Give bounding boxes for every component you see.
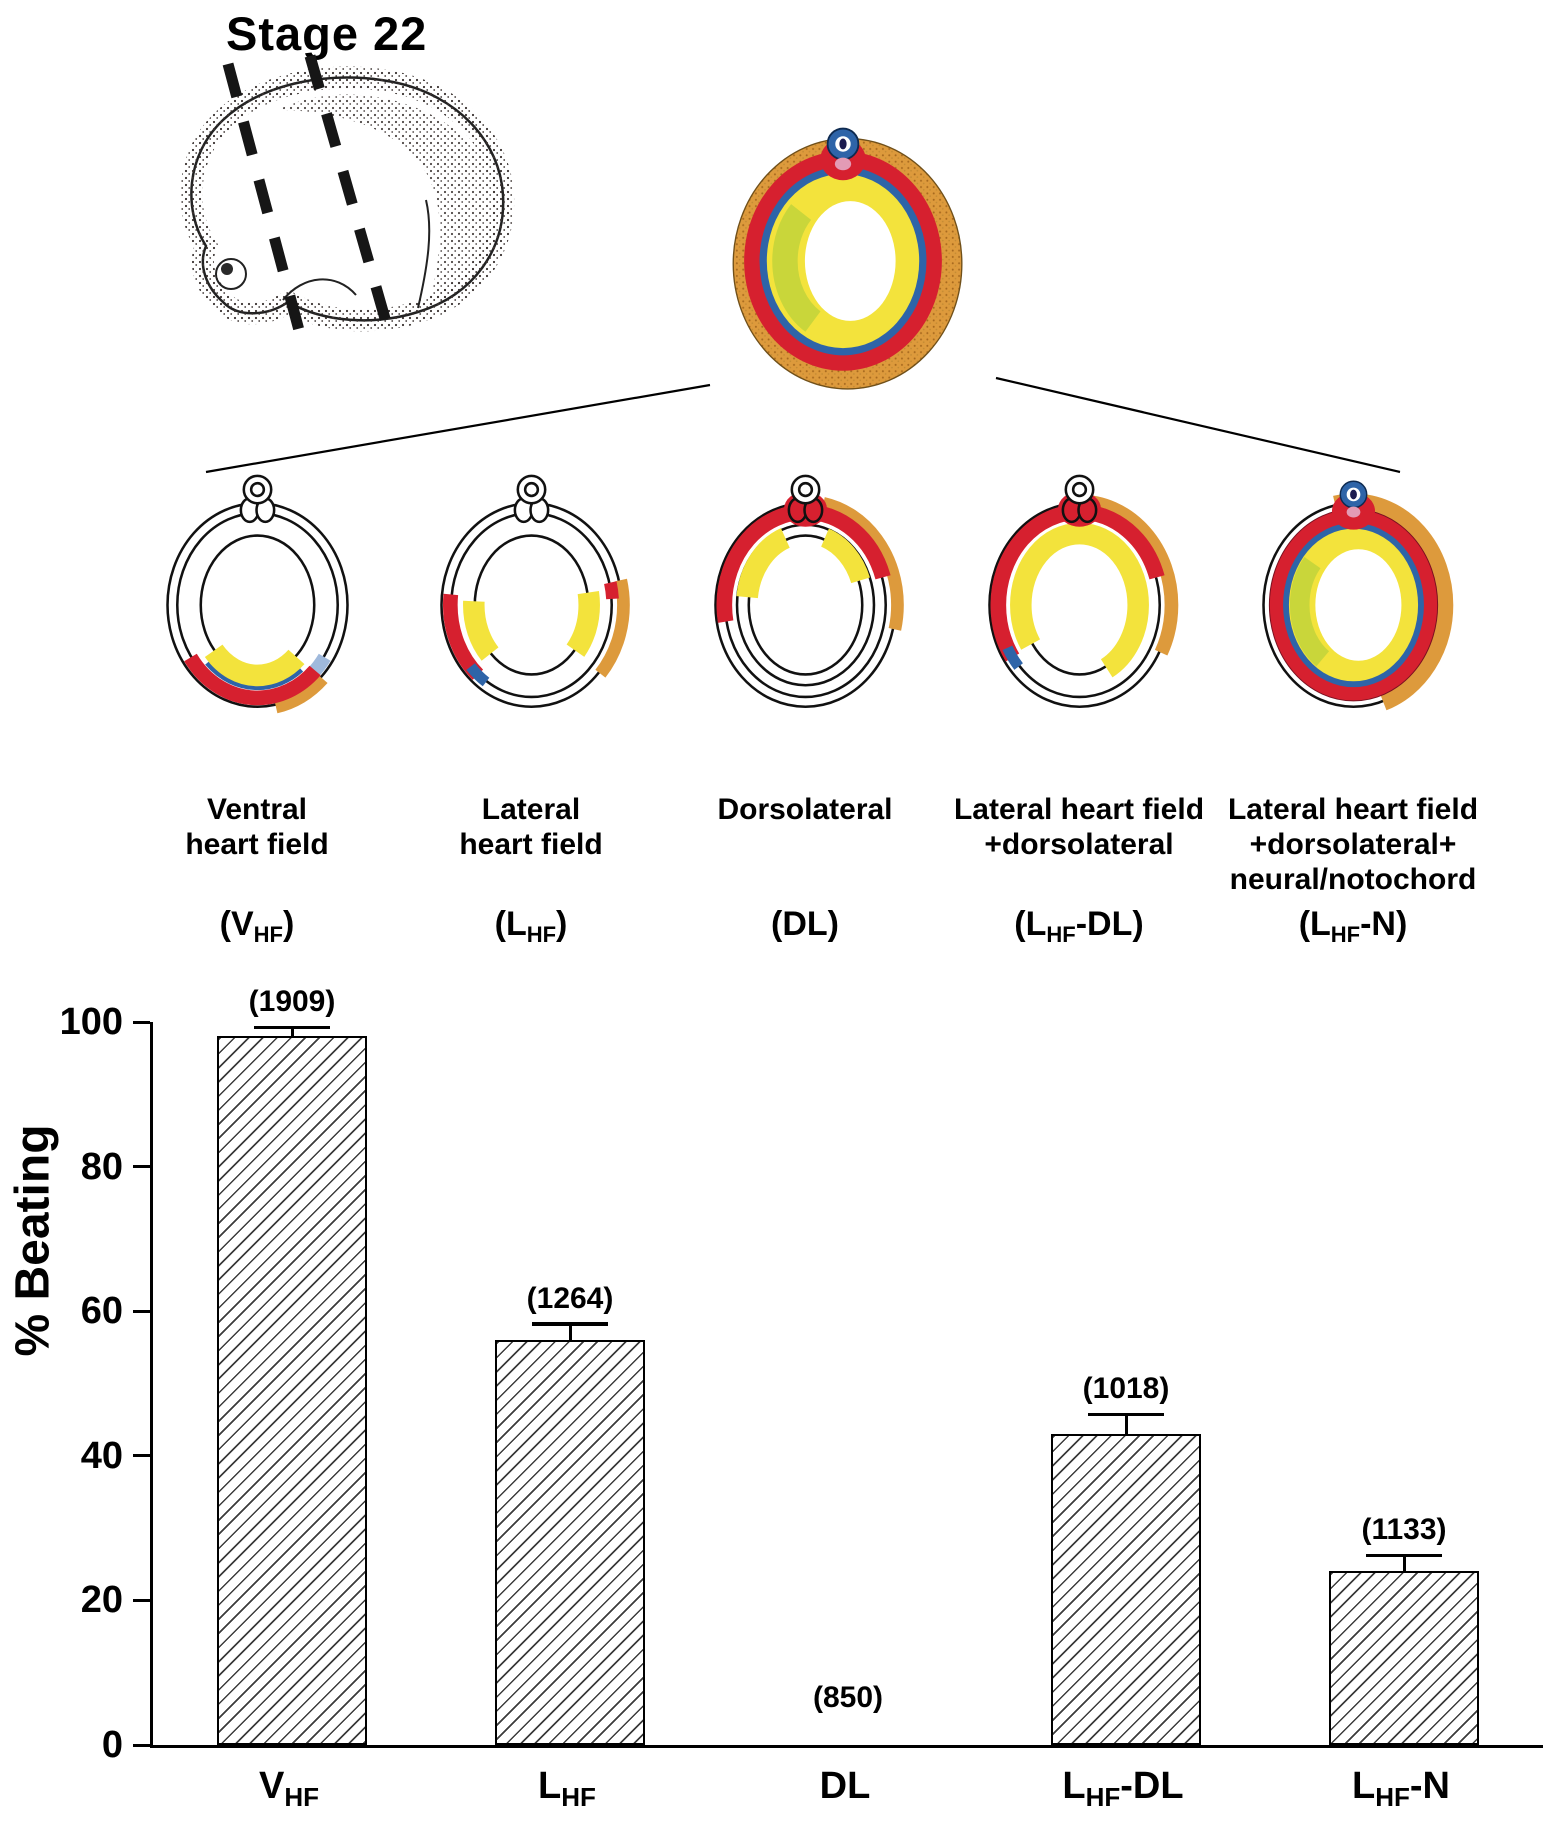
sample-count-label: (1909) (248, 985, 336, 1019)
connector-lines (205, 376, 1401, 474)
gut-lumen (804, 201, 896, 321)
sample-count-label: (850) (812, 1681, 884, 1714)
y-tick-label: 60 (80, 1290, 123, 1333)
section-label-line: Lateral (481, 793, 581, 826)
y-axis-title-wrap: % Beating (0, 1080, 66, 1400)
y-tick-label: 40 (80, 1434, 123, 1477)
cross-section-diagram-ventral (158, 474, 356, 716)
embryo-stipple-band (180, 66, 515, 332)
error-bar-stem (568, 1325, 572, 1341)
neural-tube-icon (783, 474, 827, 527)
section-label-lhf: Lateral heart field (LHF) (394, 792, 668, 948)
cross-section-diagram-lateral-dorsolateral (980, 474, 1178, 716)
x-tick-label: LHF-DL (1062, 1765, 1184, 1812)
sample-count-label: (1264) (526, 1281, 614, 1315)
section-label-line: heart field (185, 828, 329, 861)
section-label-vhf: Ventral heart field (VHF) (120, 792, 394, 948)
neural-tube-icon (1057, 474, 1101, 527)
y-tick-label: 80 (80, 1145, 123, 1188)
y-tick (133, 1454, 150, 1458)
embryo-eye (215, 258, 247, 290)
section-label-dl: Dorsolateral (DL) (668, 792, 942, 948)
neural-canal-slit (839, 138, 847, 150)
chart-bar (1329, 1571, 1479, 1745)
embryo-tail-line (417, 199, 431, 309)
diagram-cell-lhf (394, 468, 668, 768)
sample-count-label: (1133) (1361, 1513, 1447, 1547)
cross-section-diagram-lateral (432, 474, 630, 716)
y-tick (133, 1743, 150, 1747)
neural-tube-icon (513, 474, 549, 524)
main-cross-section (732, 127, 963, 390)
y-tick-label: 0 (101, 1724, 123, 1766)
section-label-line: Dorsolateral (717, 793, 893, 826)
section-label-line: +dorsolateral+ (1249, 828, 1457, 861)
diagram-cell-lhf-n (1216, 468, 1490, 768)
chart-bar (217, 1036, 367, 1745)
error-bar-cap (1088, 1412, 1164, 1417)
beating-bar-chart: % Beating 0 20 40 60 80 100 (1909) (1264) (850) (… (0, 985, 1563, 1831)
x-axis: VHF LHF DL LHF-DL LHF-N (150, 1757, 1540, 1827)
x-tick-label: VHF (258, 1765, 320, 1812)
diagram-cell-lhf-dl (942, 468, 1216, 768)
section-label-lhf-n: Lateral heart field +dorsolateral+ neura… (1216, 792, 1490, 948)
error-bar-cap (532, 1322, 608, 1326)
error-bar-stem (290, 1029, 294, 1037)
y-tick (133, 1309, 150, 1313)
y-tick (133, 1598, 150, 1602)
error-bar-stem (1402, 1557, 1406, 1572)
section-symbol: (LHF-DL) (1014, 905, 1144, 947)
diagram-cell-dl (668, 468, 942, 768)
stage-title: Stage 22 (226, 7, 428, 60)
diagram-cell-vhf (120, 468, 394, 768)
section-plane-lines (222, 54, 396, 338)
notochord-icon (834, 157, 852, 171)
sample-count-label: (1018) (1082, 1372, 1170, 1406)
section-label-line: heart field (459, 828, 603, 861)
section-symbol: (VHF) (219, 905, 295, 947)
x-tick-label: LHF (538, 1765, 596, 1812)
chart-bar (495, 1340, 645, 1745)
embryo-sketch (180, 54, 515, 338)
endoderm-green-crescent (772, 177, 914, 345)
y-tick (133, 1020, 150, 1024)
y-tick (133, 1165, 150, 1169)
section-symbol: (LHF) (494, 905, 568, 947)
y-tick-label: 100 (59, 1001, 123, 1043)
section-label-row: Ventral heart field (VHF) Lateral heart … (120, 792, 1490, 948)
cross-section-diagram-dorsolateral (706, 474, 904, 716)
plot-area: 0 20 40 60 80 100 (1909) (1264) (850) (1018) (1133… (60, 985, 1543, 1765)
embryo-stipple-interior (278, 94, 499, 308)
y-tick-label: 20 (80, 1579, 123, 1622)
neural-tube-icon (239, 474, 275, 524)
section-label-line: +dorsolateral (984, 828, 1174, 861)
section-label-line: Lateral heart field (1227, 793, 1479, 826)
x-tick-label: LHF-N (1352, 1765, 1450, 1812)
section-diagram-row (120, 468, 1490, 768)
cross-section-diagram-lateral-neural (1253, 480, 1453, 717)
embryo-eye-spot (221, 263, 233, 275)
section-label-line: neural/notochord (1229, 863, 1477, 896)
x-tick-label: DL (819, 1765, 871, 1807)
error-bar-cap (254, 1025, 330, 1030)
neural-tube-icon (1331, 480, 1375, 530)
section-label-line: Lateral heart field (953, 793, 1205, 826)
section-label-line: Ventral (206, 793, 308, 826)
embryo-limb-line (282, 278, 357, 301)
section-label-lhf-dl: Lateral heart field +dorsolateral (LHF-D… (942, 792, 1216, 948)
section-symbol: (DL) (771, 905, 839, 943)
chart-bar (1051, 1434, 1201, 1745)
section-symbol: (LHF-N) (1298, 905, 1408, 947)
error-bar-stem (1124, 1416, 1128, 1435)
error-bar-cap (1366, 1553, 1442, 1558)
